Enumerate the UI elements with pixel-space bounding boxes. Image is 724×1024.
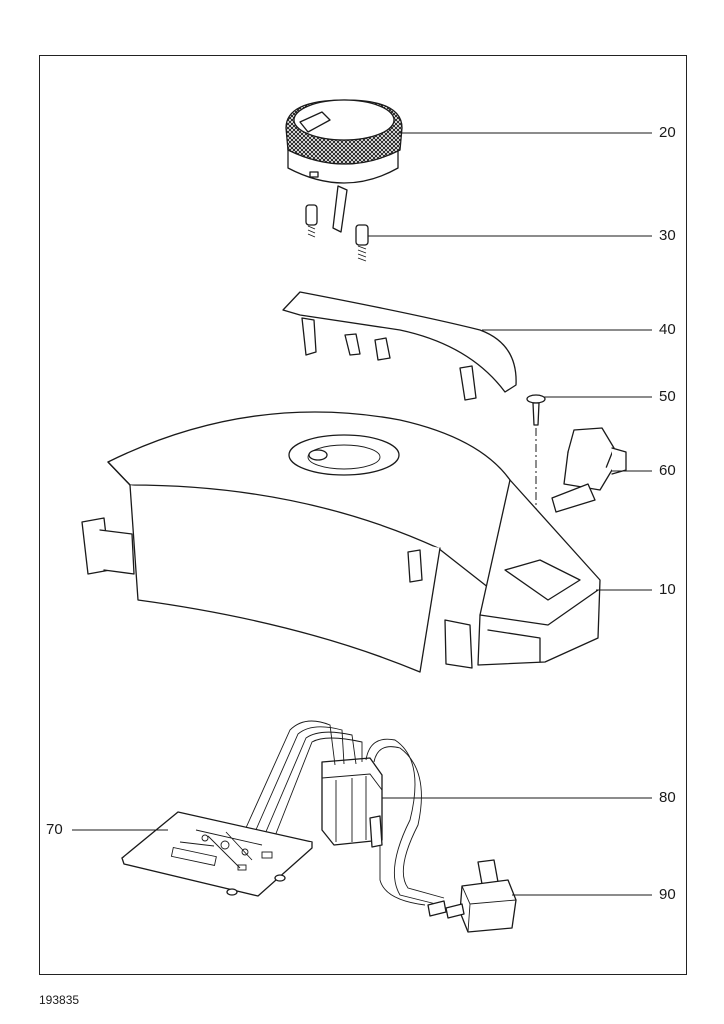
part-60-clip bbox=[551, 427, 627, 513]
part-10-housing bbox=[81, 411, 601, 673]
callout-80: 80 bbox=[659, 789, 676, 806]
callout-10: 10 bbox=[659, 581, 676, 598]
part-40-cover bbox=[282, 291, 517, 401]
callout-50: 50 bbox=[659, 388, 676, 405]
callout-30: 30 bbox=[659, 227, 676, 244]
document-number: 193835 bbox=[39, 993, 80, 1007]
part-80-connector bbox=[244, 720, 445, 906]
leader-lines bbox=[72, 132, 652, 896]
part-90-switch bbox=[427, 859, 517, 933]
callout-90: 90 bbox=[659, 886, 676, 903]
part-30-pins bbox=[305, 204, 369, 262]
part-20-knob bbox=[285, 99, 403, 233]
part-50-screw bbox=[526, 394, 546, 555]
part-70-circuit-board bbox=[121, 811, 313, 897]
callout-70: 70 bbox=[46, 821, 63, 838]
callout-60: 60 bbox=[659, 462, 676, 479]
callout-20: 20 bbox=[659, 124, 676, 141]
drawing-frame bbox=[39, 55, 687, 975]
callout-40: 40 bbox=[659, 321, 676, 338]
